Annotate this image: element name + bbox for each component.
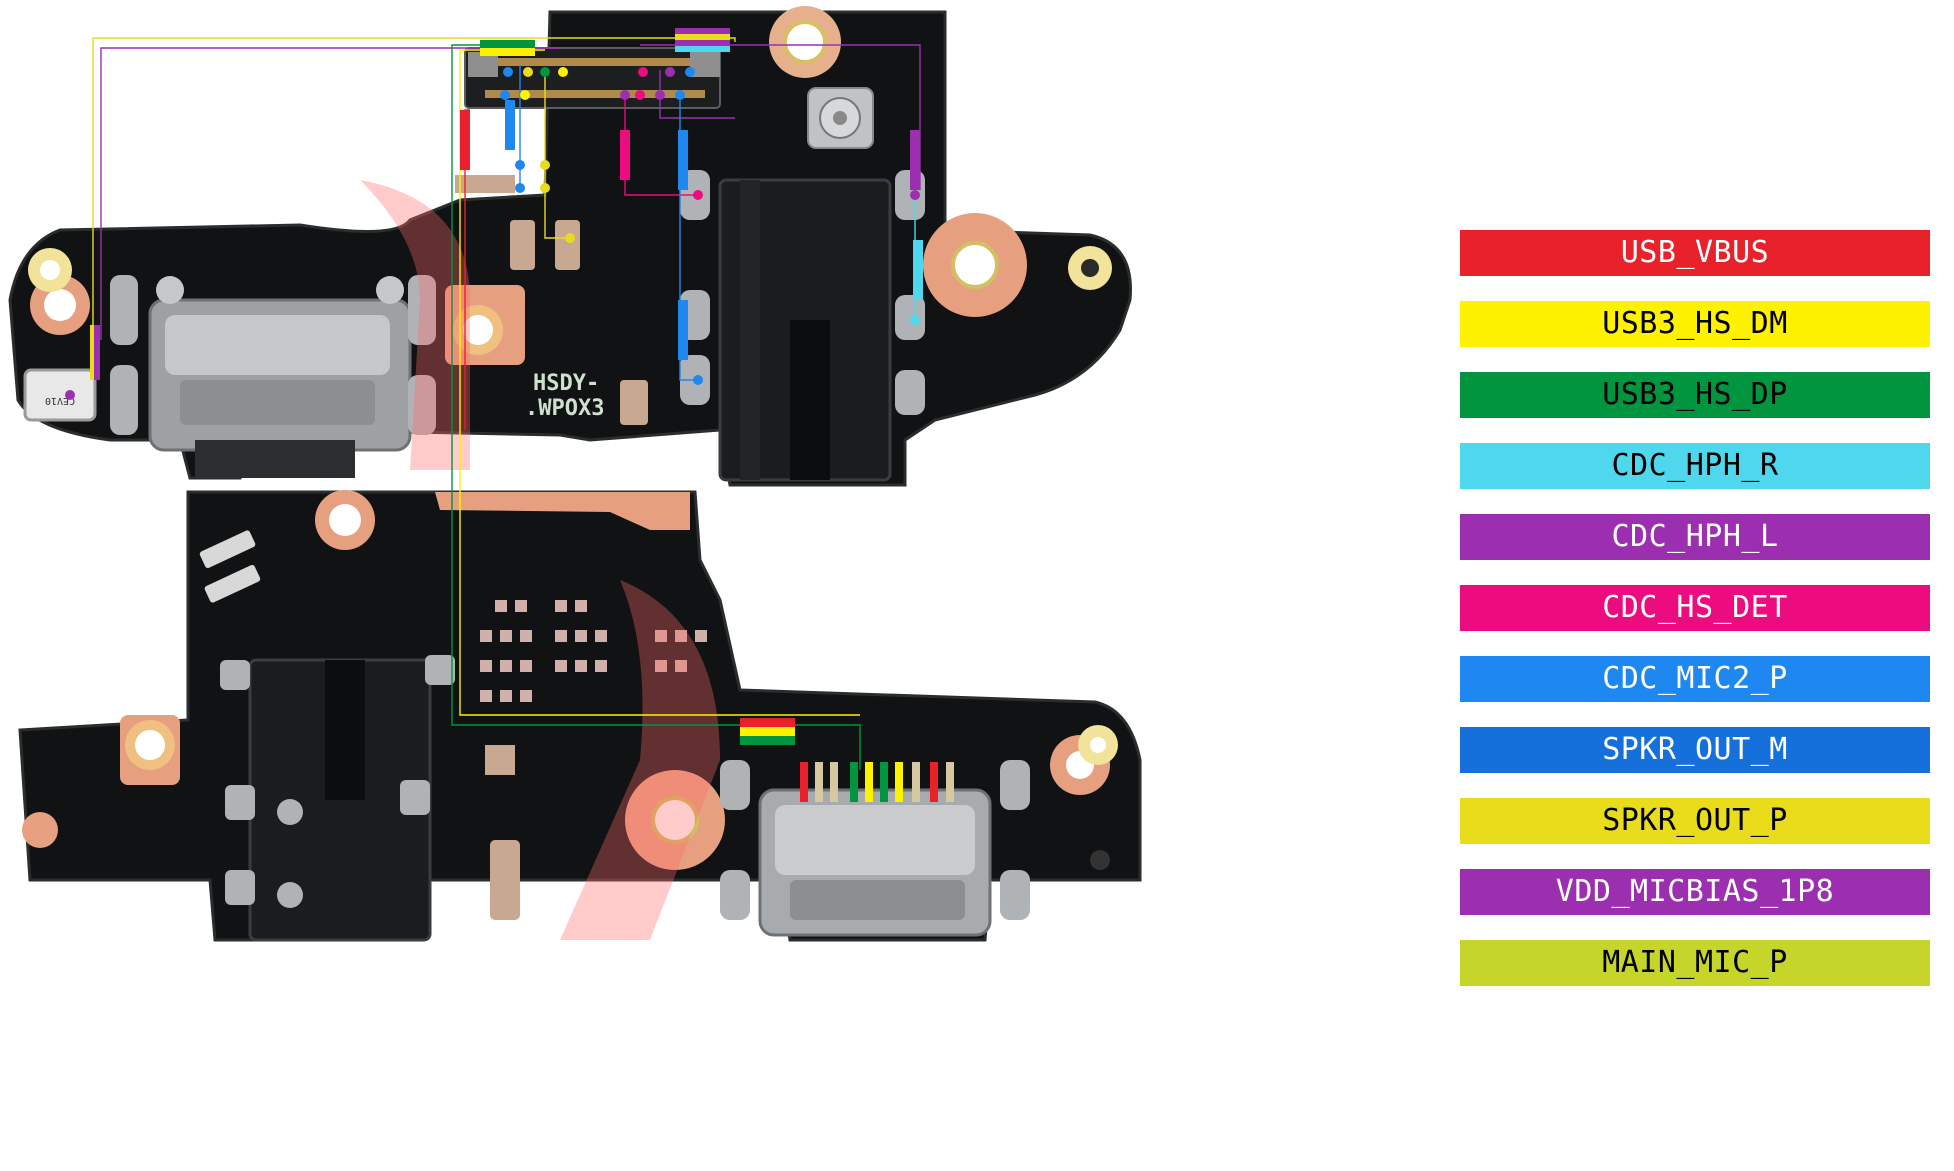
legend-item: USB3_HS_DM	[1460, 301, 1930, 347]
legend-label: USB3_HS_DM	[1602, 306, 1788, 341]
legend-label: SPKR_OUT_P	[1602, 803, 1788, 838]
silkscreen-bottom: .WPOX3	[525, 396, 604, 421]
watermark	[360, 180, 720, 940]
silkscreen-top: HSDY-	[533, 371, 599, 396]
legend-label: VDD_MICBIAS_1P8	[1555, 874, 1835, 909]
legend-label: USB_VBUS	[1620, 235, 1770, 270]
legend-label: CDC_HPH_L	[1611, 519, 1779, 554]
legend-item: CDC_HPH_R	[1460, 443, 1930, 489]
legend-item: SPKR_OUT_P	[1460, 798, 1930, 844]
legend-label: MAIN_MIC_P	[1602, 945, 1788, 980]
signal-legend: USB_VBUS USB3_HS_DM USB3_HS_DP CDC_HPH_R CDC…	[1460, 230, 1930, 1011]
legend-label: CDC_MIC2_P	[1602, 661, 1788, 696]
legend-item: USB3_HS_DP	[1460, 372, 1930, 418]
legend-label: CDC_HS_DET	[1602, 590, 1788, 625]
legend-item: USB_VBUS	[1460, 230, 1930, 276]
svg-text:CEV10: CEV10	[45, 395, 75, 406]
pcb-diagram: CEV10 HSDY- .WPOX3	[8, 6, 1142, 942]
legend-item: CDC_MIC2_P	[1460, 656, 1930, 702]
legend-item: SPKR_OUT_M	[1460, 727, 1930, 773]
legend-item: MAIN_MIC_P	[1460, 940, 1930, 986]
usb-label-strip	[740, 718, 795, 745]
legend-label: USB3_HS_DP	[1602, 377, 1788, 412]
legend-label: SPKR_OUT_M	[1602, 732, 1788, 767]
legend-item: CDC_HPH_L	[1460, 514, 1930, 560]
legend-item: VDD_MICBIAS_1P8	[1460, 869, 1930, 915]
legend-label: CDC_HPH_R	[1611, 448, 1779, 483]
legend-item: CDC_HS_DET	[1460, 585, 1930, 631]
